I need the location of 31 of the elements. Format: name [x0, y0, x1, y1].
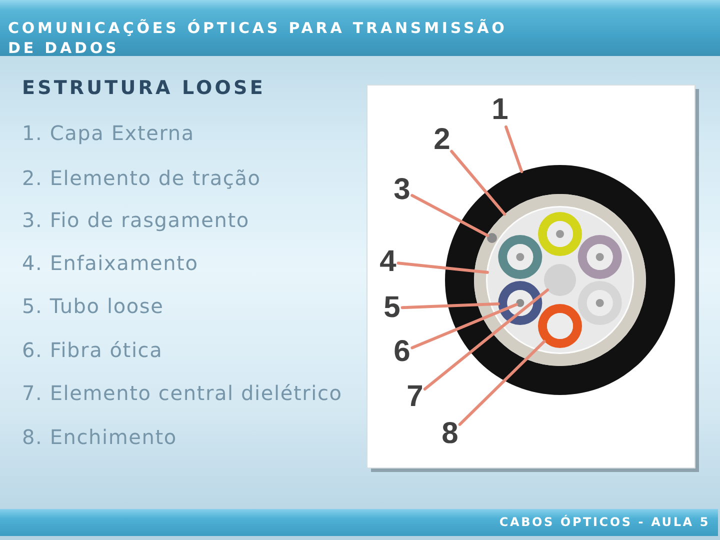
central-strength-member [544, 264, 576, 296]
callout-number: 2 [434, 125, 450, 155]
leader-line [423, 288, 549, 390]
list-item: 7. Elemento central dielétrico [22, 380, 342, 406]
callout-number: 6 [394, 337, 410, 367]
callout-number: 1 [492, 95, 508, 125]
list-item: 4. Enfaixamento [22, 250, 198, 276]
callout-number: 8 [442, 419, 458, 449]
leader-line [400, 302, 500, 310]
binder-tape [486, 206, 634, 354]
list-item: 3. Fio de rasgamento [22, 207, 250, 233]
footer-text: CABOS ÓPTICOS - AULA 5 [499, 515, 710, 529]
callout-number: 7 [406, 382, 424, 412]
callout-number: 5 [384, 293, 400, 323]
leader-line [450, 150, 506, 216]
list-item: 1. Capa Externa [22, 120, 194, 146]
list-item: 6. Fibra ótica [22, 337, 163, 363]
leader-line [410, 194, 490, 238]
leader-line [410, 303, 518, 350]
leader-line [458, 340, 546, 426]
list-item: 2. Elemento de tração [22, 165, 261, 191]
optical-fiber [516, 299, 524, 307]
slide-title: COMUNICAÇÕES ÓPTICAS PARA TRANSMISSÃO DE DADOS [8, 18, 508, 58]
leader-line [504, 125, 524, 174]
list-item: 5. Tubo loose [22, 293, 164, 319]
list-item: 8. Enchimento [22, 424, 177, 450]
callout-number: 4 [380, 247, 396, 277]
leader-line [396, 262, 489, 274]
callout-number: 3 [394, 175, 410, 205]
ripcord [487, 233, 497, 243]
section-heading: ESTRUTURA LOOSE [22, 76, 266, 101]
